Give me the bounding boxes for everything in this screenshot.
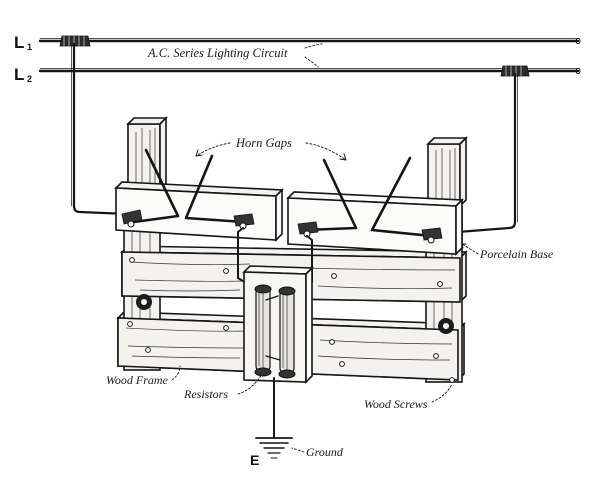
resistor-enclosure	[242, 265, 314, 384]
horn-gaps-label: Horn Gaps	[235, 136, 292, 150]
terminals	[121, 209, 443, 244]
porcelain-base-left	[114, 181, 284, 242]
line-label-l2-sub: 2	[27, 74, 32, 84]
line-label-l1-sub: 1	[27, 42, 32, 52]
wood-post-right	[426, 136, 468, 208]
porcelain-base-label: Porcelain Base	[479, 247, 554, 261]
ground-symbol	[255, 437, 293, 459]
earth-label: E	[250, 452, 259, 468]
splice-joint-l2	[500, 65, 530, 77]
wood-screws	[127, 191, 455, 383]
line-label-l1: L	[14, 33, 24, 52]
splice-joint-l1	[59, 35, 91, 47]
lag-screws	[136, 294, 454, 334]
porcelain-base-right	[286, 191, 464, 256]
horn-gap-right	[304, 156, 434, 238]
wood-frame-label: Wood Frame	[106, 373, 169, 387]
ground-label: Ground	[306, 445, 344, 459]
line-conductor-l1	[38, 37, 581, 45]
drop-wire-left	[71, 42, 130, 216]
horn-gap-left	[132, 148, 246, 224]
resistors-label: Resistors	[183, 387, 228, 401]
wood-screws-label: Wood Screws	[364, 397, 428, 411]
circuit-label: A.C. Series Lighting Circuit	[147, 46, 288, 60]
line-conductor-l2	[38, 67, 581, 75]
wood-post-left	[126, 116, 168, 196]
drop-wire-right	[430, 72, 518, 236]
line-label-l2: L	[14, 65, 24, 84]
